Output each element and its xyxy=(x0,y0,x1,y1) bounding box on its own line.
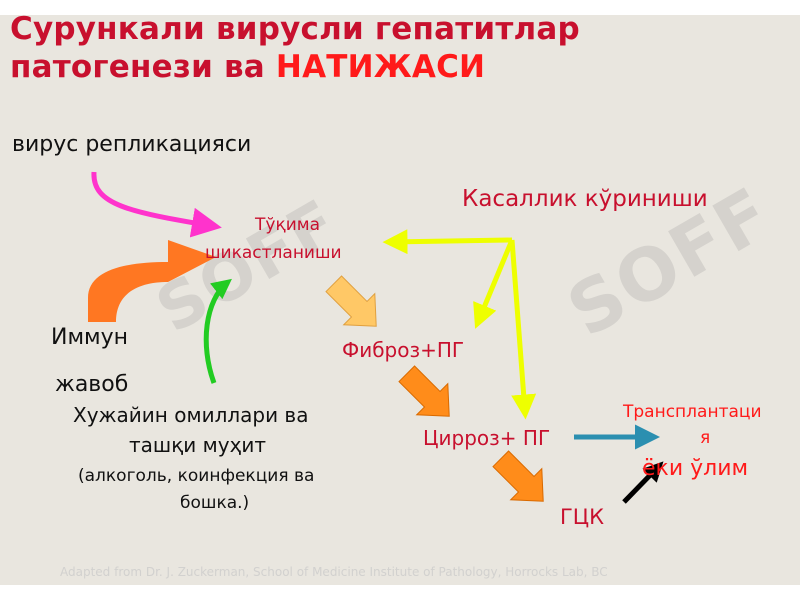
yellow-arrow-to-tissue xyxy=(382,229,513,255)
virus-replication-label: вирус репликацияси xyxy=(12,132,252,157)
title-line2-prefix: патогенези ва xyxy=(10,49,276,85)
source-footnote: Adapted from Dr. J. Zuckerman, School of… xyxy=(60,565,608,579)
transplantation-label-line2: я xyxy=(700,428,711,448)
tissue-damage-label-line2: шикастланиши xyxy=(205,243,342,263)
tissue-damage-label-line1: Тўқима xyxy=(255,215,321,235)
magenta-arrow xyxy=(91,171,222,238)
fibrosis-label: Фиброз+ПГ xyxy=(342,338,465,362)
yellow-arrow-to-cirrhosis xyxy=(509,239,537,420)
transplantation-label-line1: Трансплантаци xyxy=(623,402,762,422)
yellow-arrow-to-fibrosis xyxy=(473,239,515,329)
block-arrow-tissue-to-fibrosis xyxy=(325,275,377,327)
green-arrow xyxy=(203,278,232,384)
host-factors-label-line4: бошка.) xyxy=(180,493,250,513)
cirrhosis-label: Цирроз+ ПГ xyxy=(423,426,551,450)
immune-response-label-line1: Иммун xyxy=(51,325,129,350)
death-label: ёки ўлим xyxy=(642,456,749,481)
title-line1: Сурункали вирусли гепатитлар xyxy=(10,11,580,47)
title-line2-accent: НАТИЖАСИ xyxy=(275,49,486,85)
host-factors-label-line1: Хужайин омиллари ва xyxy=(73,403,309,427)
host-factors-label-line3: (алкоголь, коинфекция ва xyxy=(78,466,315,486)
block-arrow-fibrosis-to-cirrhosis xyxy=(398,365,450,417)
background-panel xyxy=(0,15,800,585)
hcc-label: ГЦК xyxy=(560,505,605,529)
disease-manifestation-label: Касаллик кўриниши xyxy=(462,186,708,212)
black-arrow xyxy=(622,461,664,504)
host-factors-label-line2: ташқи муҳит xyxy=(129,433,267,457)
immune-response-label-line2: жавоб xyxy=(55,372,129,397)
orange-arrow xyxy=(88,240,216,322)
slide-title: Сурункали вирусли гепатитлар патогенези … xyxy=(10,10,580,86)
block-arrow-cirrhosis-to-hcc xyxy=(492,450,544,502)
